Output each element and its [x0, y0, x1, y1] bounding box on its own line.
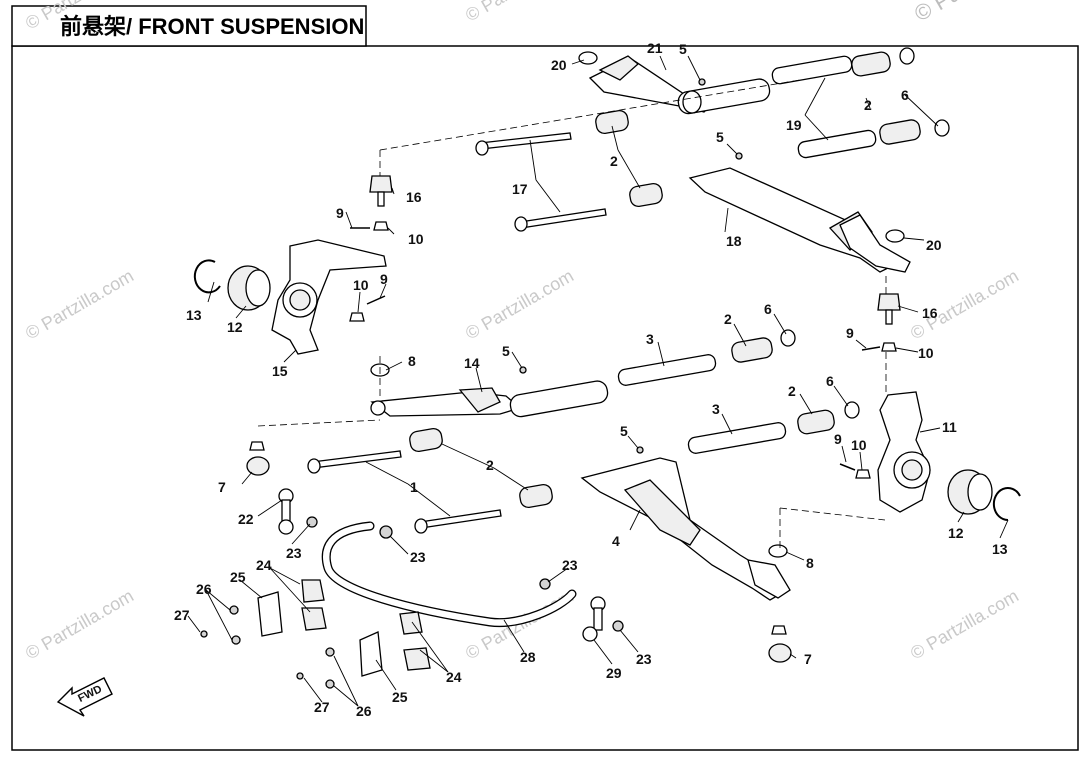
callout-label: 5	[716, 129, 724, 145]
callout-label: 9	[846, 325, 854, 341]
lower-small-hardware	[370, 363, 788, 558]
callout-label: 25	[230, 569, 246, 585]
callout-label: 17	[512, 181, 528, 197]
watermark: © Partzilla.com	[462, 0, 577, 25]
left-knuckle	[271, 239, 387, 355]
callout-label: 13	[186, 307, 202, 323]
diagram-title: 前悬架/ FRONT SUSPENSION	[60, 14, 364, 39]
lower-ball-joints	[246, 441, 792, 663]
callout-label: 16	[406, 189, 422, 205]
callout-label: 1	[410, 479, 418, 495]
callout-label: 24	[446, 669, 462, 685]
callout-label: 8	[806, 555, 814, 571]
callout-label: 12	[227, 319, 243, 335]
callout-label: 3	[712, 401, 720, 417]
callout-label: 23	[286, 545, 302, 561]
title-box	[11, 5, 367, 47]
callout-label: 26	[356, 703, 372, 719]
reference-lines	[257, 79, 887, 548]
stabilizer-bar	[321, 521, 577, 628]
callout-label: 6	[764, 301, 772, 317]
leader-lines	[187, 55, 1009, 707]
callout-label: 5	[679, 41, 687, 57]
upper-long-bolts	[475, 132, 607, 232]
lower-a-arm-front	[580, 457, 791, 601]
callout-label: 25	[392, 689, 408, 705]
watermark: © Partzilla.com	[22, 265, 137, 343]
upper-a-arm-rear	[588, 55, 771, 115]
watermark: © Partzilla.com	[907, 585, 1022, 663]
callout-label: 10	[408, 231, 424, 247]
callout-label: 10	[851, 437, 867, 453]
callout-label: 16	[922, 305, 938, 321]
nuts	[306, 516, 624, 632]
callout-label: 2	[610, 153, 618, 169]
upper-ball-joints	[369, 175, 901, 325]
callout-label: 5	[502, 343, 510, 359]
lower-a-arm-rear	[370, 380, 609, 418]
callout-label: 2	[724, 311, 732, 327]
callout-label: 23	[636, 651, 652, 667]
callout-label: 26	[196, 581, 212, 597]
callout-label: 19	[786, 117, 802, 133]
callout-label: 10	[918, 345, 934, 361]
callout-label: 7	[218, 479, 226, 495]
fwd-arrow: FWD	[56, 677, 113, 717]
callout-label: 2	[486, 457, 494, 473]
callout-label: 4	[612, 533, 620, 549]
callout-label: 5	[620, 423, 628, 439]
right-knuckle	[877, 391, 931, 513]
callout-label: 15	[272, 363, 288, 379]
end-links	[278, 488, 606, 642]
upper-bushings	[595, 47, 950, 208]
callout-label: 20	[926, 237, 942, 253]
callout-label: 6	[901, 87, 909, 103]
callout-label: 24	[256, 557, 272, 573]
callout-label: 21	[647, 40, 663, 56]
callout-label: 14	[464, 355, 480, 371]
small-hardware-upper	[349, 51, 905, 479]
callout-label: 7	[804, 651, 812, 667]
watermarks: © Partzilla.com © Partzilla.com © Partzi…	[22, 0, 1022, 663]
callout-label: 11	[942, 419, 957, 435]
wheel-bearings	[193, 259, 1021, 522]
lower-bushings-shafts	[307, 329, 860, 534]
callout-label: 22	[238, 511, 254, 527]
callout-label: 2	[864, 97, 872, 113]
callout-labels: 20 21 5 6 2 19 5 2 17 16 9 10 18 20 9 10…	[174, 40, 1008, 719]
callout-label: 9	[834, 431, 842, 447]
callout-label: 13	[992, 541, 1008, 557]
callout-label: 6	[826, 373, 834, 389]
callout-label: 8	[408, 353, 416, 369]
callout-label: 29	[606, 665, 622, 681]
callout-label: 12	[948, 525, 964, 541]
callout-label: 27	[174, 607, 190, 623]
corner-watermark: © Pa	[910, 0, 966, 26]
callout-label: 9	[380, 271, 388, 287]
callout-label: 18	[726, 233, 742, 249]
upper-a-arm-front	[688, 167, 911, 273]
watermark: © Partzilla.com	[462, 265, 577, 343]
callout-label: 20	[551, 57, 567, 73]
callout-label: 2	[788, 383, 796, 399]
watermark: © Partzilla.com	[22, 585, 137, 663]
diagram-frame	[11, 45, 1079, 751]
callout-label: 3	[646, 331, 654, 347]
callout-label: 10	[353, 277, 369, 293]
callout-label: 27	[314, 699, 330, 715]
callout-label: 23	[410, 549, 426, 565]
bar-bushings-and-clamps	[200, 579, 431, 689]
callout-label: 9	[336, 205, 344, 221]
callout-label: 23	[562, 557, 578, 573]
callout-label: 28	[520, 649, 536, 665]
